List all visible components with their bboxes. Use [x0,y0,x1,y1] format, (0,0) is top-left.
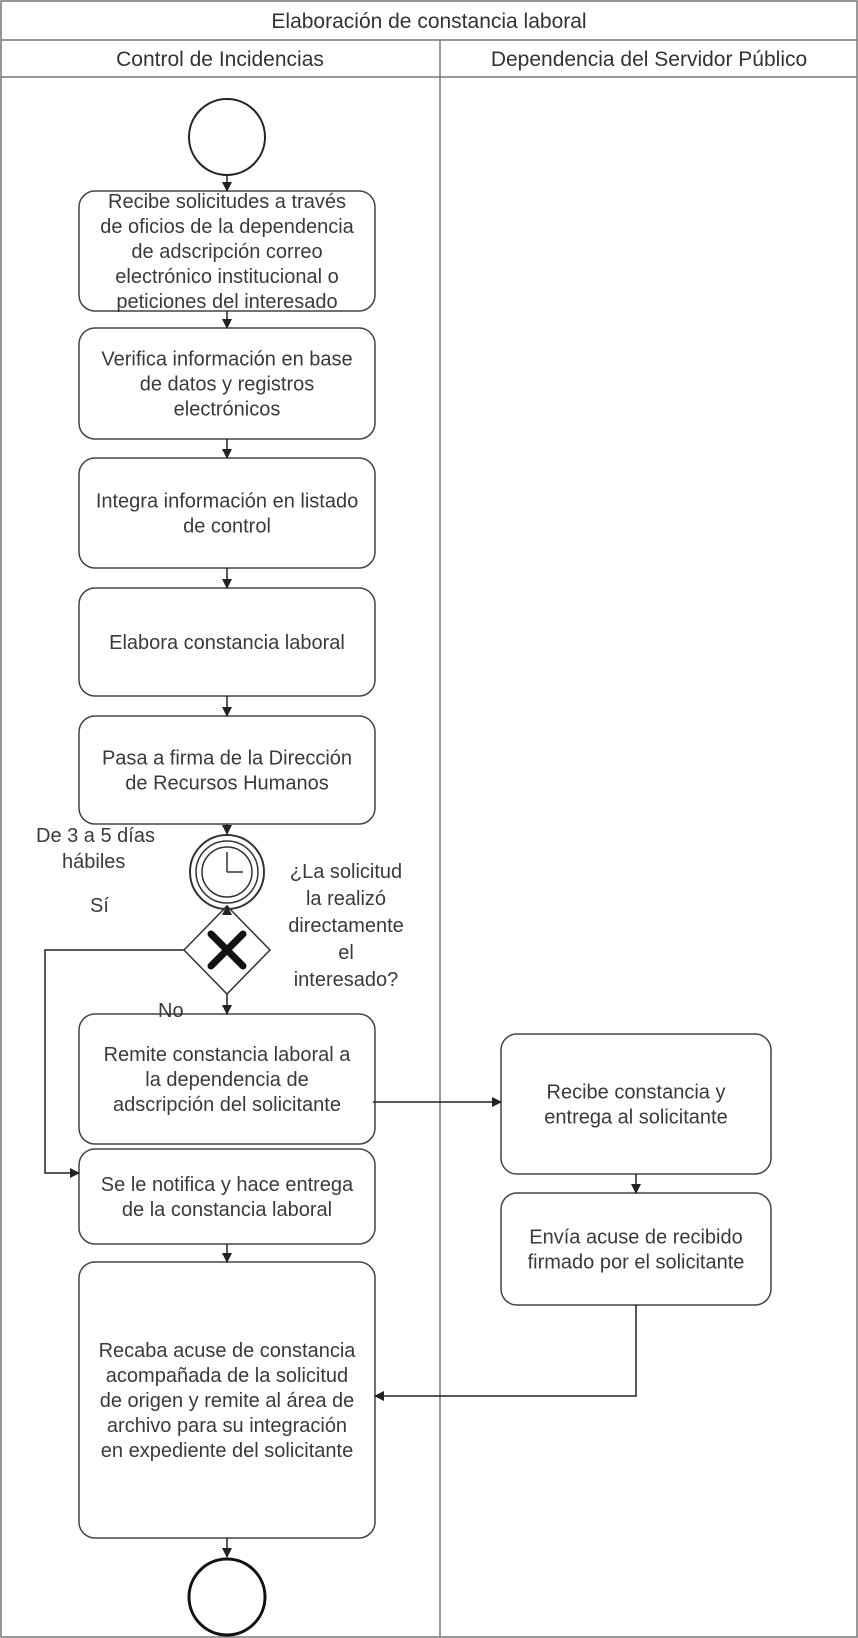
task-label-line: Pasa a firma de la Dirección [102,748,352,770]
task-label-line: de control [183,516,271,538]
task-t9: Recibe constancia y entrega al solicitant… [500,1033,772,1175]
end-event [187,1557,267,1637]
gateway-question-line: interesado? [294,969,399,991]
task-label-line: de datos y registros [140,374,315,396]
task-label-line: acompañada de la solicitud [106,1365,348,1387]
task-label-line: Recibe constancia y [547,1082,726,1104]
timer-event [189,834,265,910]
task-label-line: peticiones del interesado [116,291,337,313]
start-event [188,98,266,176]
task-label-line: de origen y remite al área de [100,1390,355,1412]
gateway-question-line: el [338,942,354,964]
task-t6: Remite constancia laboral a la dependenci… [78,1013,376,1145]
task-label-line: Envía acuse de recibido [529,1227,742,1249]
task-box [500,1192,772,1306]
task-label-line: Integra información en listado [96,491,358,513]
task-t7: Se le notifica y hace entrega de la const… [78,1148,376,1245]
task-label-line: archivo para su integración [107,1415,347,1437]
exclusive-gateway [182,904,272,996]
gateway-no-label: No [158,1000,184,1022]
task-label-line: Remite constancia laboral a [104,1044,352,1066]
timer-label-line-2: hábiles [62,851,125,873]
lane-header-control-incidencias: Control de Incidencias [116,48,324,71]
task-label-line: entrega al solicitante [544,1107,727,1129]
task-label-line: Se le notifica y hace entrega [101,1174,354,1196]
task-label-line: electrónicos [174,399,281,421]
lane-header-dependencia-servidor: Dependencia del Servidor Público [491,48,807,71]
task-label-line: Recibe solicitudes a través [108,191,346,213]
diagram-title: Elaboración de constancia laboral [271,10,586,33]
task-t2: Verifica información en base de datos y r… [78,327,376,440]
task-label-line: Elabora constancia laboral [109,632,345,654]
task-t4: Elabora constancia laboral [78,587,376,697]
flow-t10-to-t8 [374,1305,637,1401]
gateway-question-line: directamente [288,915,404,937]
task-box [78,715,376,825]
task-label-line: de oficios de la dependencia [100,216,354,238]
task-box [78,1148,376,1245]
gateway-question-line: ¿La solicitud [290,861,402,883]
task-label-line: de la constancia laboral [122,1199,332,1221]
task-label-line: la dependencia de [145,1069,308,1091]
task-t5: Pasa a firma de la Dirección de Recursos … [78,715,376,825]
x-marker-icon [207,930,247,970]
task-t8: Recaba acuse de constancia acompañada de … [78,1261,376,1539]
gateway-question-line: la realizó [306,888,386,910]
timer-label-line-1: De 3 a 5 días [36,825,155,847]
task-label-line: Recaba acuse de constancia [99,1340,357,1362]
task-label-line: adscripción del solicitante [113,1094,341,1116]
flow-gateway-yes-to-t7 [44,949,184,1178]
task-t10: Envía acuse de recibido firmado por el so… [500,1192,772,1306]
task-label-line: electrónico institucional o [115,266,338,288]
task-label-line: Verifica información en base [101,349,352,371]
task-label-line: de Recursos Humanos [125,773,328,795]
task-box [500,1033,772,1175]
task-label-line: de adscripción correo [131,241,322,263]
gateway-yes-label: Sí [90,895,109,917]
task-box [78,457,376,569]
task-t3: Integra información en listado de control [78,457,376,569]
task-label-line: firmado por el solicitante [528,1252,745,1274]
task-label-line: en expediente del solicitante [101,1440,353,1462]
task-t1: Recibe solicitudes a través de oficios de… [78,190,376,313]
